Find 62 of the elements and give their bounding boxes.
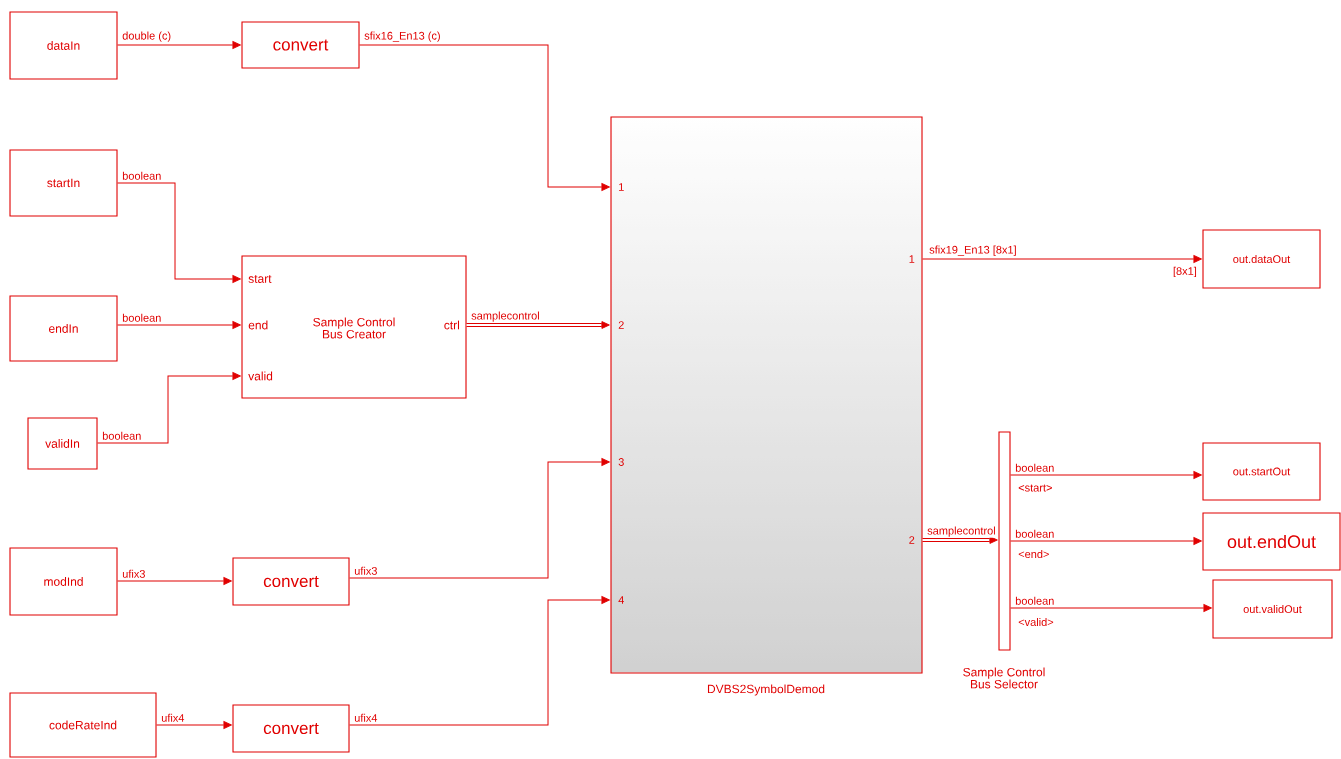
port-number: 2 xyxy=(909,536,915,544)
block-title: Sample Control Bus Creator xyxy=(313,317,395,339)
inport-block: modInd xyxy=(9,547,118,616)
signal-line xyxy=(1010,471,1202,479)
outport-block: out.dataOut xyxy=(1202,229,1321,289)
port-number: 4 xyxy=(618,596,624,604)
signal-line xyxy=(1010,604,1212,612)
signal-label: ufix3 xyxy=(353,565,379,576)
inport-block: endIn xyxy=(9,295,118,362)
port-number: 1 xyxy=(619,183,624,191)
signal-label: sfix19_En13 [8x1] xyxy=(928,244,1018,257)
signal-line xyxy=(117,182,241,283)
port-label: end xyxy=(248,320,268,330)
signal-line xyxy=(97,372,241,444)
signal-line xyxy=(466,321,610,329)
signal-label: boolean xyxy=(121,312,163,323)
signal-label: boolean xyxy=(1014,462,1056,473)
port-label: valid xyxy=(248,371,273,381)
signal-size-label: [8x1] xyxy=(1173,266,1196,278)
signal-label: samplecontrol xyxy=(470,310,541,323)
outport-block: out.startOut xyxy=(1202,442,1321,501)
signal-label: boolean xyxy=(121,170,163,181)
port-label: ctrl xyxy=(444,320,459,330)
port-label: start xyxy=(248,275,272,283)
signal-label: ufix3 xyxy=(121,568,147,579)
outport-block: out.validOut xyxy=(1212,579,1333,639)
port-number: 3 xyxy=(618,458,624,466)
signal-line xyxy=(117,577,232,585)
signal-label: ufix4 xyxy=(353,712,379,723)
port-number: 2 xyxy=(618,321,624,329)
signal-label: boolean xyxy=(101,430,143,441)
convert-block: convert xyxy=(232,557,350,606)
signal-line xyxy=(117,41,241,49)
signal-line xyxy=(349,596,610,726)
inport-block: dataIn xyxy=(9,11,118,80)
bus-creator-block xyxy=(241,255,467,399)
signal-line xyxy=(156,721,232,729)
inport-block: startIn xyxy=(9,149,118,217)
port-number: 1 xyxy=(909,255,915,263)
signal-label: sfix16_En13 (c) xyxy=(363,30,442,43)
outport-block: out.endOut xyxy=(1202,512,1341,571)
inport-block: codeRateInd xyxy=(9,692,157,758)
signal-label: boolean xyxy=(1014,595,1056,606)
signal-line xyxy=(349,458,610,579)
signal-label: boolean xyxy=(1014,528,1056,539)
signal-line xyxy=(922,536,998,544)
signal-line xyxy=(117,321,241,329)
signal-label: ufix4 xyxy=(160,712,186,723)
signal-line xyxy=(1010,537,1202,545)
signal-label: samplecontrol xyxy=(926,525,997,538)
port-label: <valid> xyxy=(1018,617,1054,627)
block-title: Sample Control Bus Selector xyxy=(963,667,1045,689)
signal-line xyxy=(922,255,1202,263)
convert-block: convert xyxy=(241,21,360,69)
signal-label: double (c) xyxy=(121,30,173,43)
signal-line xyxy=(359,44,610,191)
inport-block: validIn xyxy=(27,417,98,470)
block-title: DVBS2SymbolDemod xyxy=(707,684,825,696)
port-label: <start> xyxy=(1018,484,1052,492)
port-label: <end> xyxy=(1018,549,1049,559)
convert-block: convert xyxy=(232,704,350,753)
subsystem-block xyxy=(610,116,923,674)
